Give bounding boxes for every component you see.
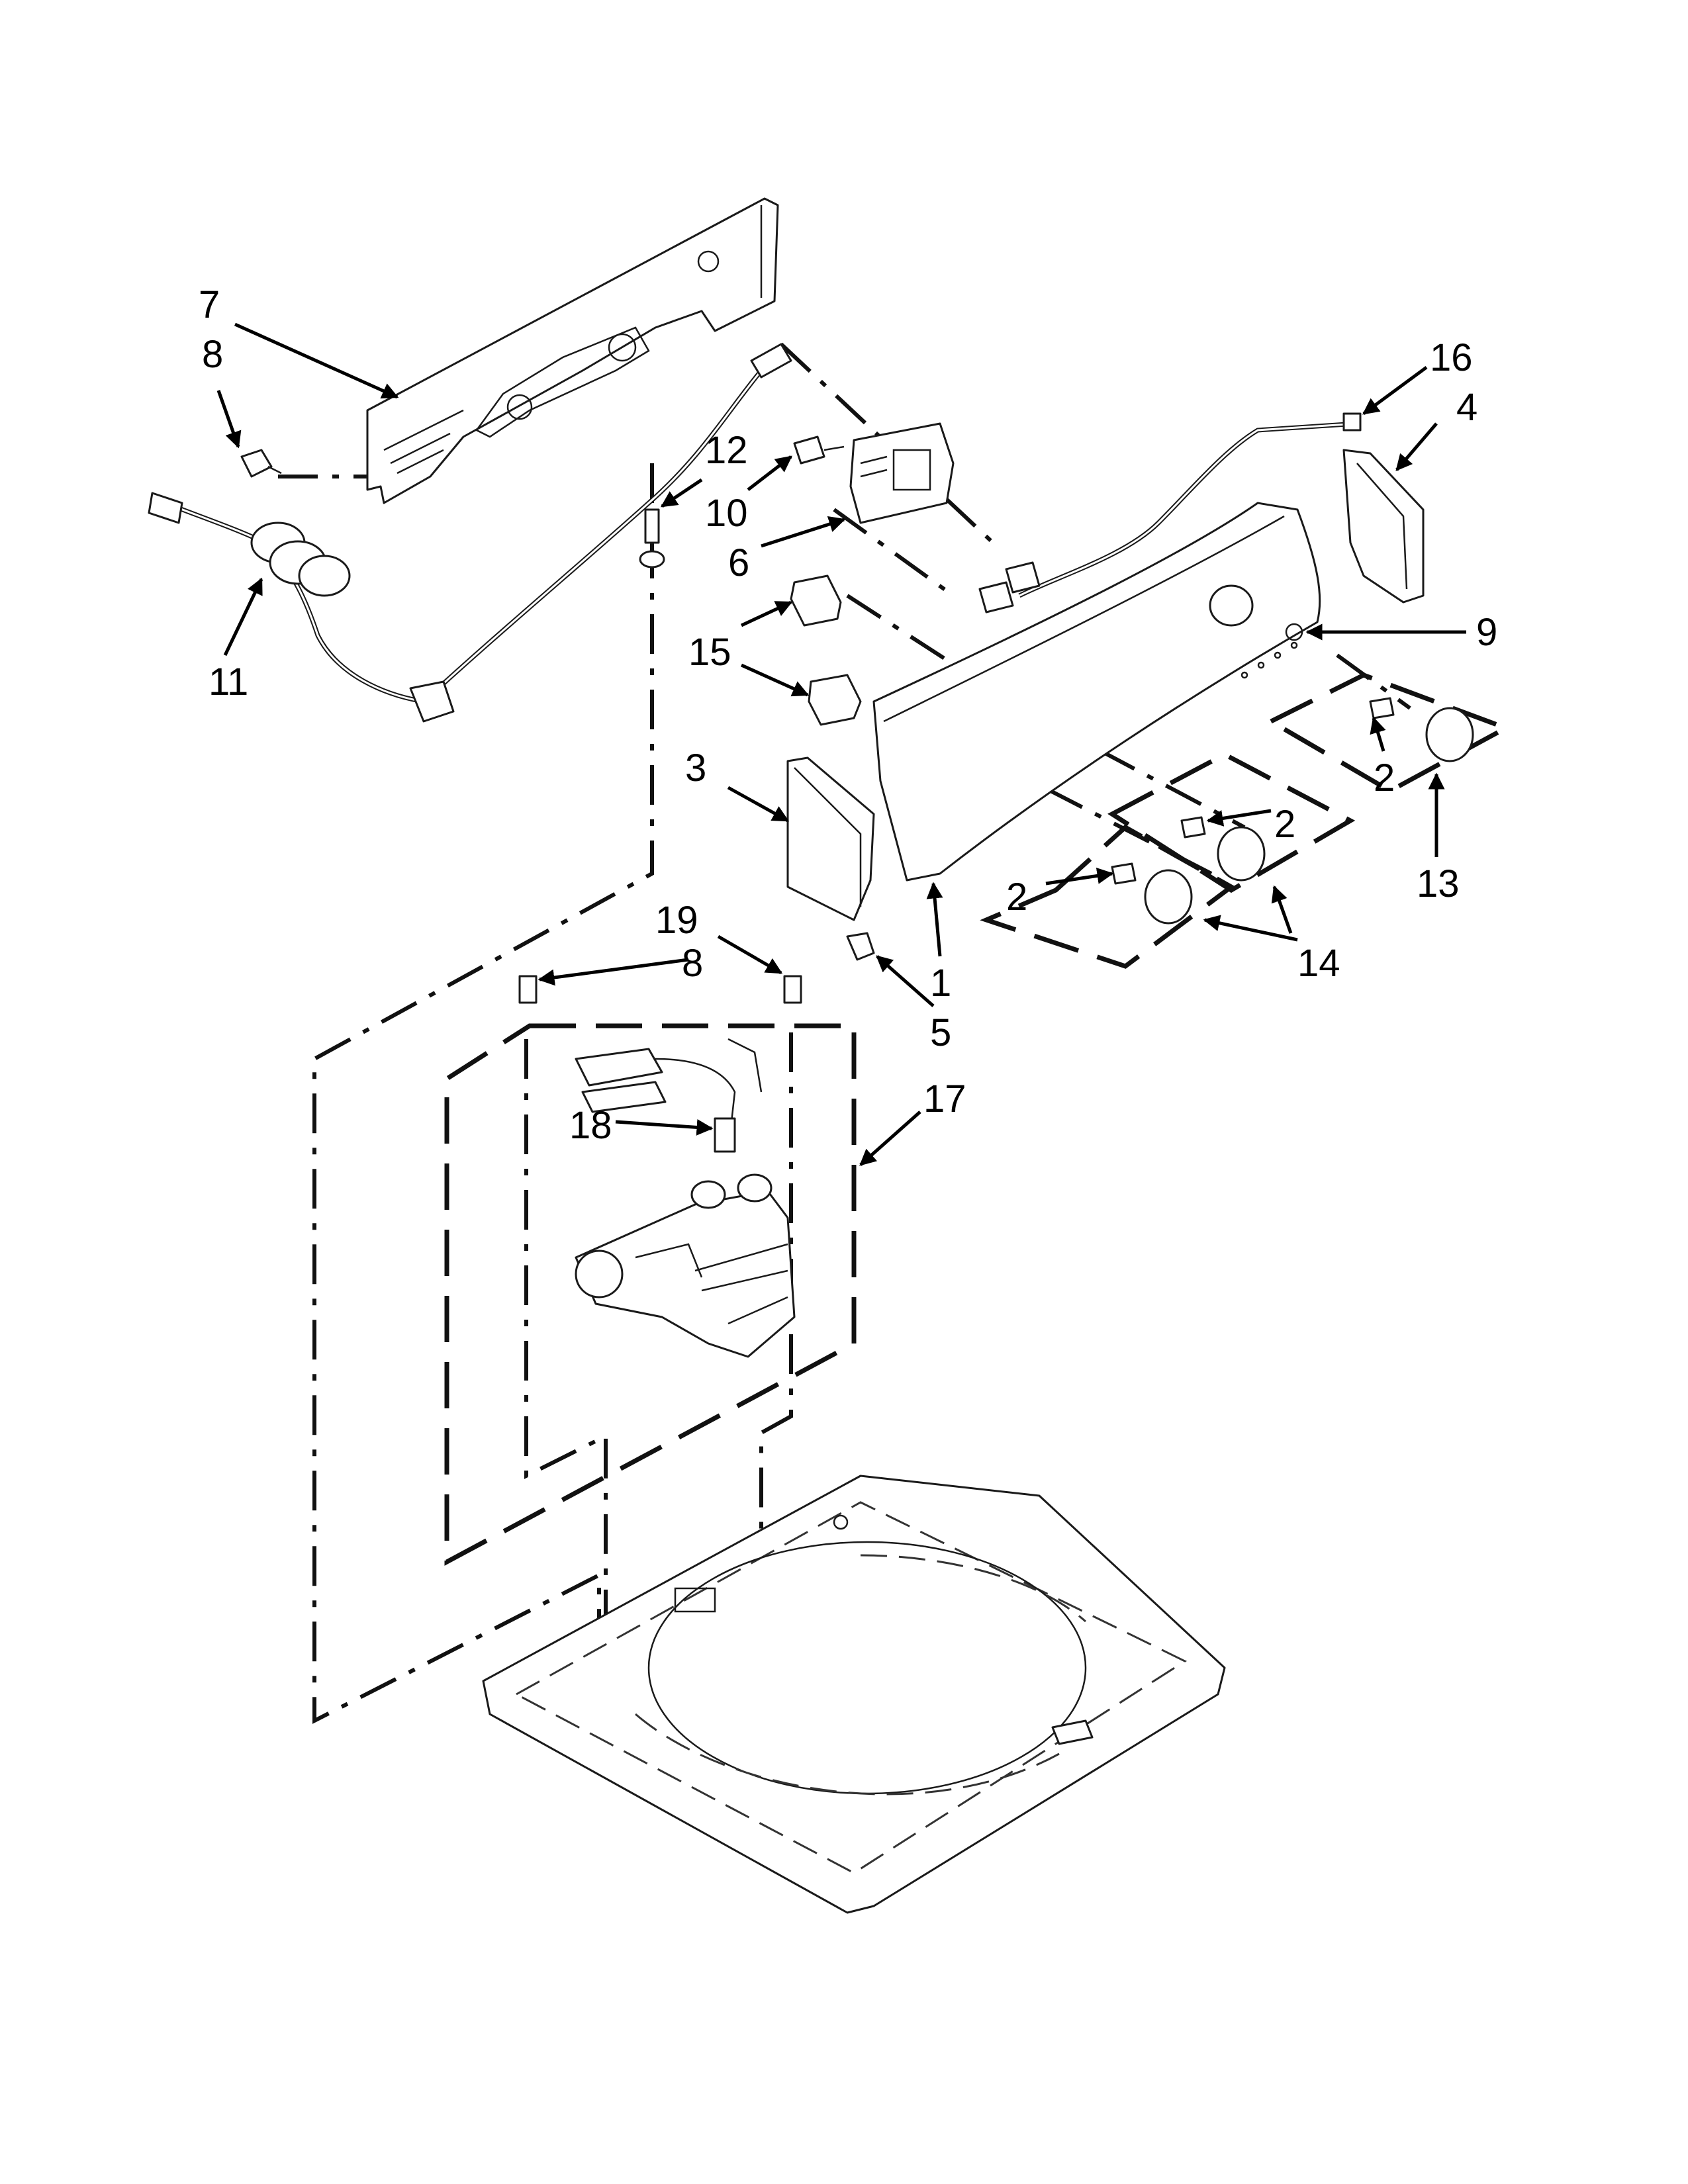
dispenser-valve-assembly [575, 1173, 796, 1358]
screw-part-8-lower [518, 975, 538, 1004]
group-box-17 [444, 1023, 857, 1566]
knob-part-13 [1369, 697, 1474, 762]
washer-top-cover [482, 1475, 1226, 1914]
bracket-part-3 [786, 756, 875, 921]
switch-part-15-a [790, 574, 842, 627]
callout-8-lower: 8 [682, 942, 703, 985]
callout-1: 1 [930, 962, 951, 1005]
leader-arrows [216, 322, 1466, 1166]
callout-10: 10 [705, 492, 748, 535]
screw-part-8-top [240, 449, 282, 478]
callout-12: 12 [705, 429, 748, 472]
group-box-13 [1266, 672, 1512, 794]
end-cap-part-4 [1342, 449, 1425, 604]
power-cord-part-11 [148, 343, 792, 723]
ground-screw-part-12 [639, 508, 665, 569]
callout-4: 4 [1456, 386, 1477, 429]
callout-2-a: 2 [1374, 756, 1395, 799]
callout-2-c: 2 [1006, 876, 1027, 919]
callout-19: 19 [655, 899, 698, 942]
harness-part-18 [575, 1038, 763, 1153]
switch-part-15-b [808, 674, 862, 726]
cap-part-2-b [1180, 816, 1206, 839]
group-boxes [444, 672, 1512, 1566]
group-box-14b [1107, 752, 1356, 893]
rear-panel-part-7 [366, 197, 779, 504]
callout-13: 13 [1417, 862, 1460, 905]
callout-16: 16 [1430, 336, 1473, 379]
callout-15: 15 [688, 631, 731, 674]
callout-11: 11 [209, 660, 248, 704]
callout-3: 3 [685, 747, 706, 790]
group-box-14a [980, 824, 1236, 969]
knob-part-14-a [1180, 816, 1266, 882]
cap-part-2-c [1111, 862, 1137, 885]
knob-part-14-b [1111, 862, 1193, 925]
wire-harness-part-16 [978, 412, 1362, 614]
callout-7: 7 [199, 283, 220, 326]
control-board-part-6 [849, 422, 955, 524]
screw-part-10 [793, 435, 845, 465]
screw-part-19 [783, 975, 802, 1004]
callout-6: 6 [728, 541, 749, 584]
callout-18: 18 [569, 1104, 612, 1147]
console-part-1 [872, 502, 1321, 882]
callout-5: 5 [930, 1011, 951, 1054]
callout-14: 14 [1297, 942, 1340, 985]
cap-part-2-a [1369, 697, 1395, 719]
clip-part-5 [846, 932, 875, 961]
callout-17: 17 [923, 1077, 966, 1120]
callout-8: 8 [202, 333, 223, 376]
assembly-guide-lines [278, 342, 1411, 1724]
callout-2-b: 2 [1274, 803, 1295, 846]
callout-9: 9 [1476, 611, 1497, 654]
callout-labels: 7 8 11 12 10 6 16 4 9 15 3 2 2 2 13 14 1… [199, 283, 1497, 1147]
